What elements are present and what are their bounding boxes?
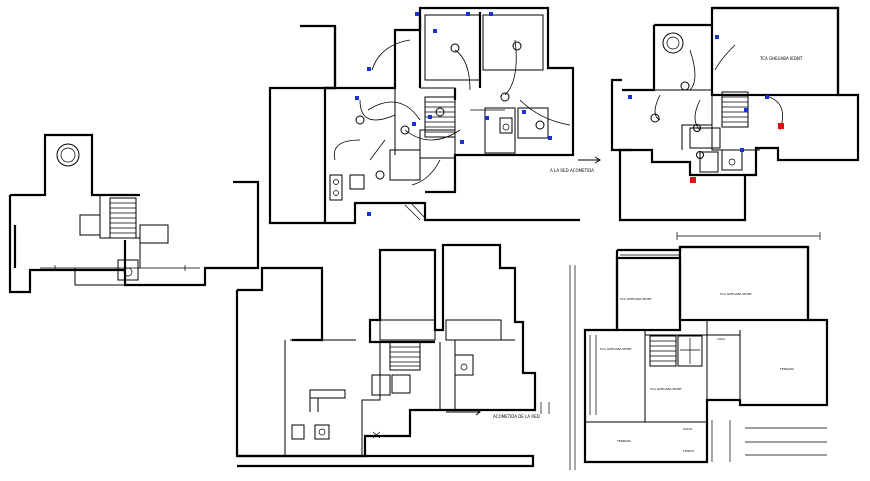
room-label-1: TCA GHEUABA IEDNT (759, 56, 803, 61)
stove-icon (314, 424, 330, 440)
switch-icon (355, 12, 552, 216)
roof-label-2: TCA GHEUABA IEDNT (719, 292, 752, 296)
floor-plan-1 (8, 133, 260, 294)
service-line-note-2: ACOMETIDA DE LA RED (493, 414, 540, 419)
floor-plan-2-electrical: A LA RED ACOMETIDA (268, 6, 601, 225)
electrical-wiring (333, 39, 571, 186)
light-fixture-icon (650, 81, 704, 159)
floor-plan-5-roof: TCA GHEUABA IEDNT TCA GHEUABA IEDNT TCA … (569, 232, 829, 470)
roof-label-9: FONDO (683, 449, 695, 453)
floor-plan-4: ACOMETIDA DE LA RED (235, 243, 550, 468)
roof-label-5: LOSA (717, 337, 726, 341)
stove-icon (329, 174, 343, 201)
roof-label-4: TCA GHEUABA IEDNT (649, 387, 682, 391)
toilet-icon (721, 149, 743, 171)
service-line-note: A LA RED ACOMETIDA (550, 168, 594, 173)
round-table-icon (56, 143, 80, 167)
red-marker-icon (690, 123, 784, 183)
staircase-icon (389, 341, 421, 371)
roof-label-7: TERRAZA (616, 439, 632, 443)
staircase-icon (649, 335, 677, 367)
toilet-icon (499, 117, 513, 134)
roof-label-8: VACIO (683, 427, 693, 431)
roof-label-1: TCA GHEUABA IEDNT (619, 297, 652, 301)
roof-label-3: TCA GHEUABA IEDNT (599, 347, 632, 351)
roof-label-6: TERRAZA (779, 367, 795, 371)
staircase-icon (109, 197, 137, 239)
light-fixture-icon (355, 41, 545, 180)
round-table-icon (662, 32, 684, 54)
floor-plan-3-electrical: TCA GHEUABA IEDNT (610, 6, 860, 222)
staircase-icon (424, 96, 456, 138)
toilet-icon (454, 354, 474, 376)
